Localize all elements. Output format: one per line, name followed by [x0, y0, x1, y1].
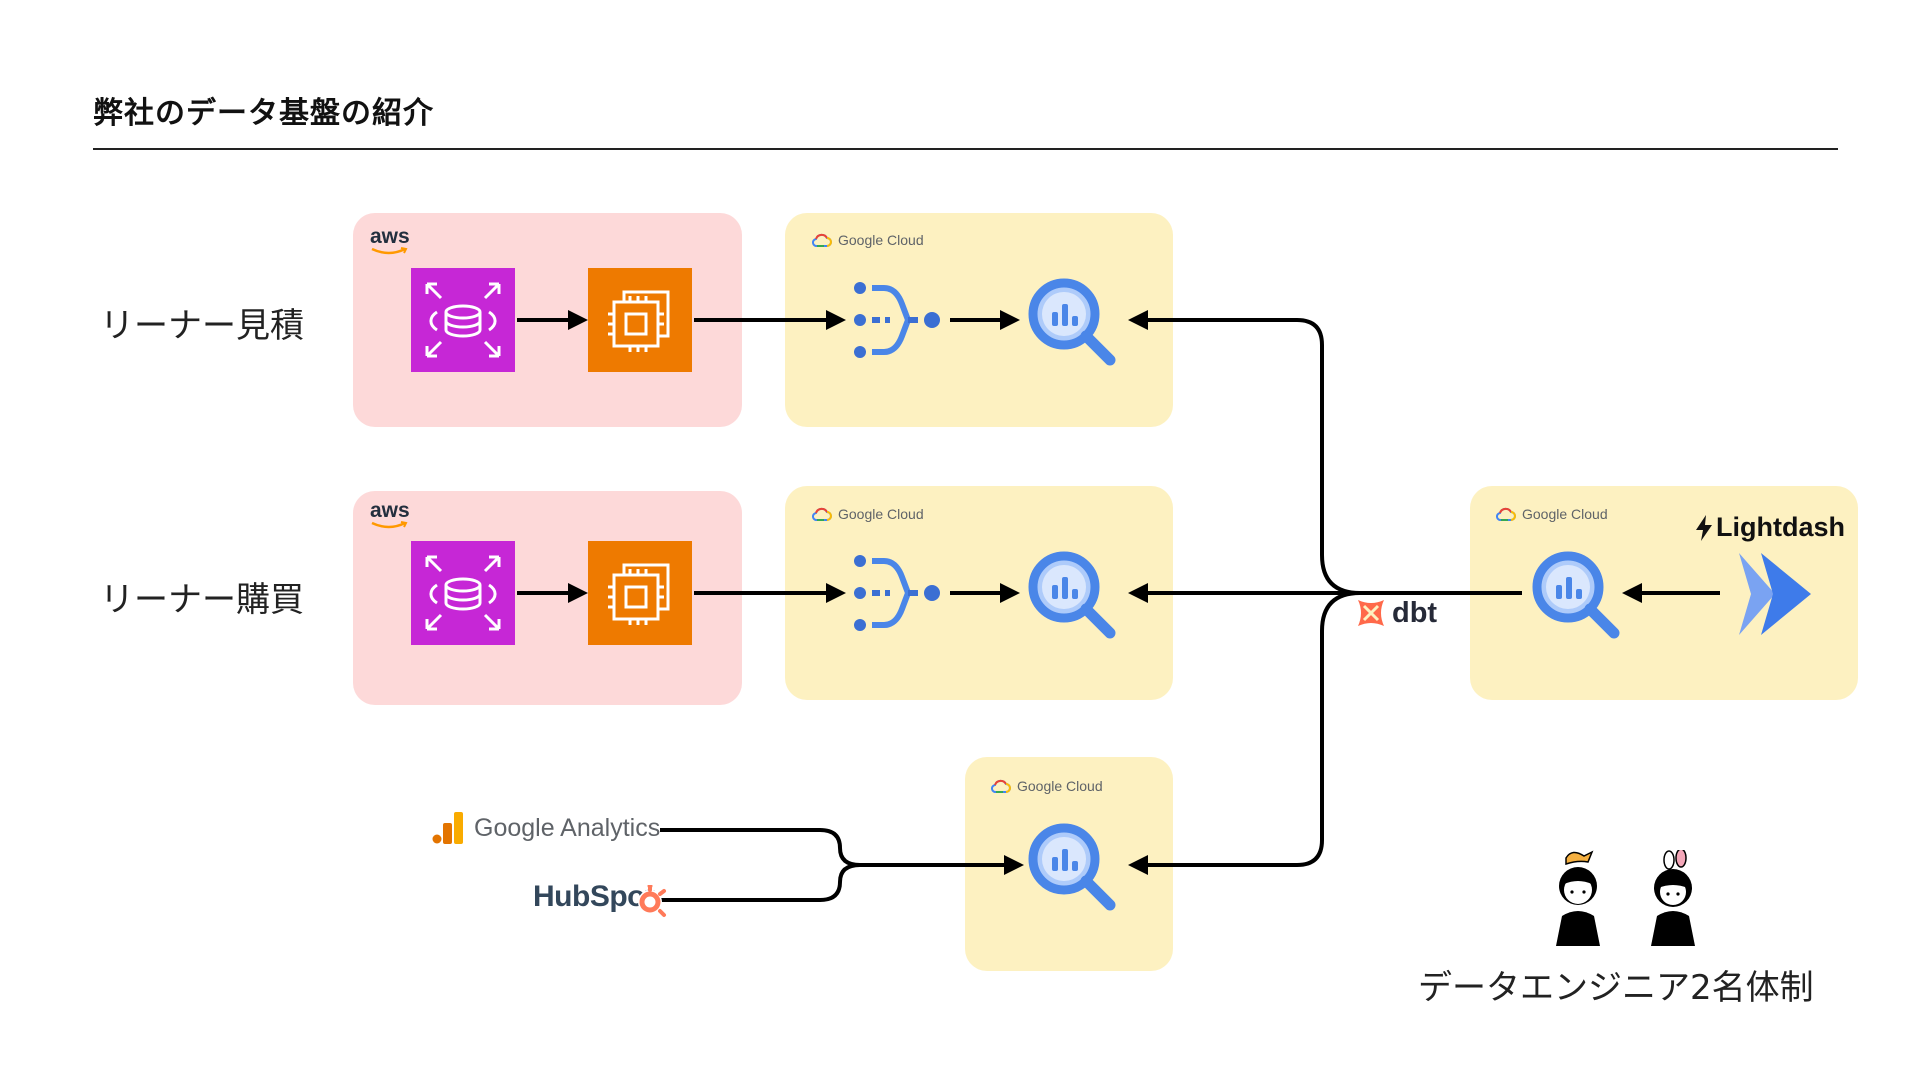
- dbt-logo: dbt: [1354, 596, 1437, 630]
- ec2-icon: [588, 541, 692, 645]
- team-label: データエンジニア2名体制: [1418, 968, 1814, 1008]
- lightning-icon: [1696, 514, 1712, 541]
- google-cloud-logo: Google Cloud: [1496, 506, 1608, 522]
- google-analytics-icon: [432, 812, 463, 844]
- lightdash-icon: [1733, 553, 1813, 639]
- dataflow-icon: [848, 553, 948, 633]
- hubspot-sprocket-icon: [638, 885, 666, 917]
- engineer-avatar-icon: [1548, 850, 1608, 950]
- row-label-estimate: リーナー見積: [100, 306, 304, 346]
- arrow-ga-to-bigquery: [660, 828, 1024, 875]
- google-cloud-icon: [812, 233, 832, 247]
- arrow-dbt-to-estimate: [1128, 310, 1361, 595]
- rds-icon: [411, 541, 515, 645]
- google-cloud-logo: Google Cloud: [812, 506, 924, 522]
- rds-icon: [411, 268, 515, 372]
- dataflow-icon: [848, 280, 948, 360]
- page-title: 弊社のデータ基盤の紹介: [93, 96, 434, 131]
- engineer-avatar-icon: [1643, 848, 1703, 950]
- hubspot-logo: HubSpot: [533, 880, 655, 913]
- bigquery-icon: [1026, 276, 1116, 370]
- row-label-purchase: リーナー購買: [100, 580, 304, 620]
- bigquery-icon: [1530, 549, 1620, 643]
- lightdash-logo: Lightdash: [1696, 512, 1845, 543]
- title-divider: [93, 148, 1838, 150]
- google-cloud-logo: Google Cloud: [812, 232, 924, 248]
- google-cloud-logo: Google Cloud: [991, 778, 1103, 794]
- aws-logo: aws: [370, 500, 410, 530]
- arrow-dbt-to-sources: [1128, 591, 1361, 875]
- line-hubspot-to-bigquery: [660, 863, 861, 902]
- ec2-icon: [588, 268, 692, 372]
- dbt-icon: [1358, 600, 1384, 626]
- bigquery-icon: [1026, 821, 1116, 915]
- bigquery-icon: [1026, 549, 1116, 643]
- google-analytics-logo: Google Analytics: [432, 812, 660, 844]
- aws-logo: aws: [370, 226, 410, 256]
